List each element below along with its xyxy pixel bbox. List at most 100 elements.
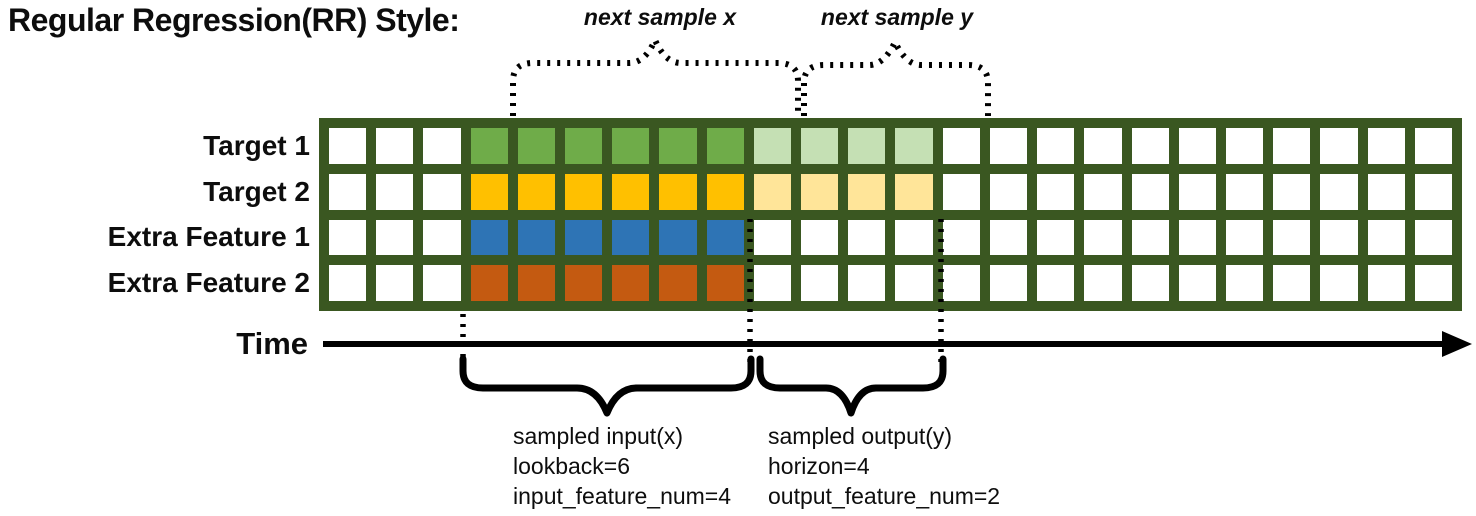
- sampled-input-note-line-1: sampled input(x): [513, 423, 684, 449]
- grid-cell: [895, 219, 933, 256]
- grid-cell: [659, 128, 697, 164]
- grid-cell: [1084, 128, 1122, 164]
- sampling-grid: [319, 118, 1462, 311]
- grid-cell: [895, 265, 933, 301]
- grid-cell: [329, 219, 367, 256]
- grid-cell: [1320, 219, 1358, 256]
- sampled-output-note: sampled output(y) horizon=4 output_featu…: [768, 421, 1000, 511]
- grid-cell: [1367, 265, 1405, 301]
- grid-cell: [423, 265, 461, 301]
- next-sample-x-label: next sample x: [583, 4, 737, 30]
- grid-cell: [1273, 128, 1311, 164]
- sampled-input-note-line-3: input_feature_num=4: [513, 483, 732, 509]
- grid-cell: [1131, 128, 1169, 164]
- grid-cell: [1273, 265, 1311, 301]
- grid-cell: [1178, 265, 1216, 301]
- grid-cell: [1037, 173, 1075, 210]
- next-sample-x-brace: [510, 32, 801, 116]
- next-sample-y-label: next sample y: [820, 4, 974, 30]
- grid-cell: [1131, 173, 1169, 210]
- grid-cell: [989, 173, 1028, 210]
- sampled-output-note-line-2: horizon=4: [768, 453, 870, 479]
- grid-cell: [1084, 173, 1122, 210]
- grid-cell: [801, 219, 839, 256]
- grid-cell: [659, 173, 697, 210]
- grid-cell: [942, 128, 980, 164]
- grid-cell: [329, 173, 367, 210]
- grid-cell: [1320, 173, 1358, 210]
- grid-cell: [470, 219, 508, 256]
- grid-cell: [895, 173, 933, 210]
- row-label-target-1: Target 1: [203, 130, 310, 161]
- sampled-output-note-line-1: sampled output(y): [768, 423, 953, 449]
- grid-cell: [517, 265, 556, 301]
- grid-cell: [1225, 128, 1264, 164]
- grid-cell: [517, 128, 556, 164]
- grid-cell: [848, 173, 886, 210]
- grid-cell: [1273, 173, 1311, 210]
- grid-cell: [470, 265, 508, 301]
- grid-cell: [989, 219, 1028, 256]
- grid-cell: [1367, 173, 1405, 210]
- grid-cell: [1084, 219, 1122, 256]
- grid-cell: [565, 265, 603, 301]
- grid-cell: [1320, 265, 1358, 301]
- grid-cell: [1131, 265, 1169, 301]
- sampled-input-brace: [459, 355, 755, 417]
- grid-cell: [423, 128, 461, 164]
- grid-cell: [989, 265, 1028, 301]
- grid-cell: [329, 128, 367, 164]
- grid-cell: [1037, 219, 1075, 256]
- grid-cell: [942, 265, 980, 301]
- time-axis-arrowhead: [1442, 331, 1472, 357]
- grid-cell: [1037, 128, 1075, 164]
- grid-cell: [753, 128, 792, 164]
- grid-cell: [1225, 265, 1264, 301]
- grid-cell: [565, 219, 603, 256]
- grid-cell: [753, 265, 792, 301]
- grid-cell: [706, 128, 744, 164]
- grid-cell: [659, 219, 697, 256]
- time-axis-label: Time: [236, 326, 308, 361]
- grid-cell: [329, 265, 367, 301]
- grid-cell: [801, 265, 839, 301]
- grid-cell: [423, 219, 461, 256]
- grid-cell: [1178, 219, 1216, 256]
- grid-cell: [848, 265, 886, 301]
- grid-cell: [1414, 219, 1452, 256]
- grid-cell: [989, 128, 1028, 164]
- grid-cell: [942, 219, 980, 256]
- grid-cell: [848, 219, 886, 256]
- row-label-target-2: Target 2: [203, 176, 310, 207]
- grid-cell: [895, 128, 933, 164]
- grid-cell: [1178, 173, 1216, 210]
- grid-cell: [801, 173, 839, 210]
- grid-cell: [470, 173, 508, 210]
- grid-cell: [1037, 265, 1075, 301]
- grid-cell: [376, 173, 414, 210]
- grid-cell: [565, 128, 603, 164]
- sampled-input-note-line-2: lookback=6: [513, 453, 630, 479]
- grid-cell: [376, 128, 414, 164]
- grid-cell: [1414, 173, 1452, 210]
- grid-cell: [1414, 128, 1452, 164]
- grid-cell: [612, 173, 650, 210]
- next-sample-y-brace: [801, 35, 991, 116]
- grid-cell: [423, 173, 461, 210]
- grid-cell: [1084, 265, 1122, 301]
- grid-cell: [376, 265, 414, 301]
- grid-cell: [1320, 128, 1358, 164]
- sampled-input-note: sampled input(x) lookback=6 input_featur…: [513, 421, 731, 511]
- grid-cell: [753, 219, 792, 256]
- diagram-title: Regular Regression(RR) Style:: [8, 2, 460, 38]
- grid-cell: [1225, 173, 1264, 210]
- sampled-output-note-line-3: output_feature_num=2: [768, 483, 1001, 509]
- grid-cell: [1225, 219, 1264, 256]
- grid-cell: [801, 128, 839, 164]
- grid-cell: [1367, 219, 1405, 256]
- grid-cell: [848, 128, 886, 164]
- grid-cell: [706, 173, 744, 210]
- grid-cell: [612, 219, 650, 256]
- grid-cell: [659, 265, 697, 301]
